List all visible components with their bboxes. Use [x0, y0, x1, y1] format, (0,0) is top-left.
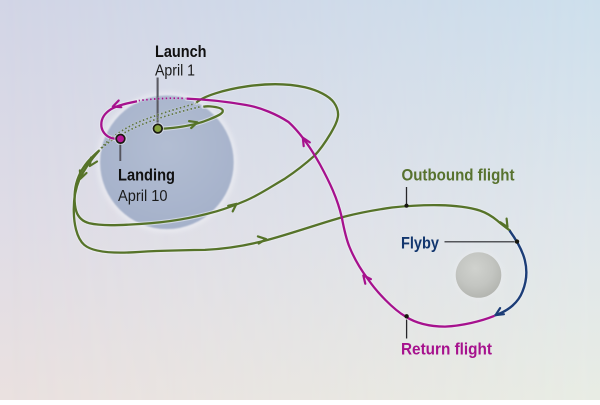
svg-text:Return flight: Return flight [401, 341, 492, 359]
svg-text:April 1: April 1 [155, 63, 195, 80]
svg-text:Flyby: Flyby [401, 235, 440, 253]
svg-text:Outbound flight: Outbound flight [402, 167, 515, 185]
svg-text:Landing: Landing [118, 167, 175, 185]
svg-text:Launch: Launch [155, 43, 207, 61]
svg-text:April 10: April 10 [118, 188, 168, 205]
